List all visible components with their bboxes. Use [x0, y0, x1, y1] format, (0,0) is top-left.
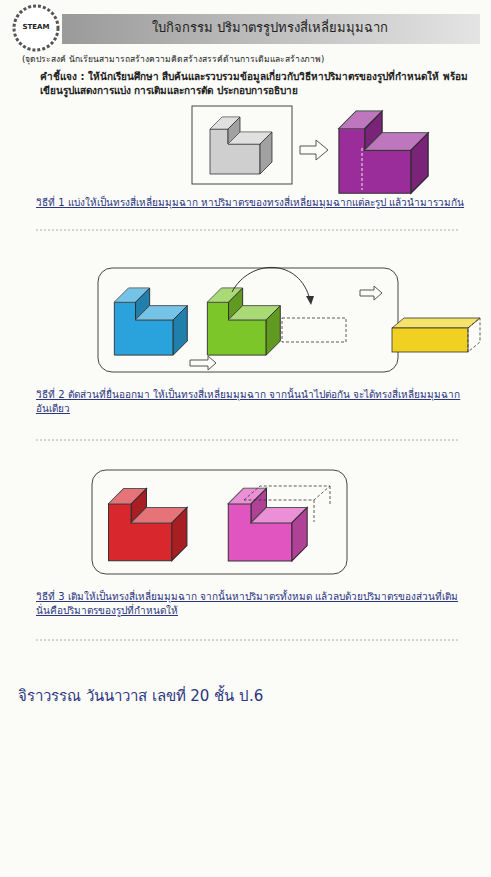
writing-line — [36, 640, 460, 641]
logo — [14, 6, 58, 50]
frame — [92, 470, 347, 574]
fill-box — [330, 486, 331, 505]
fill-box — [244, 486, 330, 500]
instructions: คำชี้แจง : ให้นักเรียนศึกษา สืบค้นและรวบ… — [40, 70, 470, 97]
arrow — [360, 286, 382, 300]
dashed-box — [282, 318, 346, 342]
l-prism — [339, 111, 428, 193]
writing-line — [36, 440, 460, 441]
frame — [192, 106, 292, 184]
arrow — [190, 356, 216, 370]
answer-text: วิธีที่ 2 ตัดส่วนที่ยื่นออกมา ให้เป็นทรง… — [36, 388, 466, 415]
fill-box — [314, 500, 315, 522]
move-arrow — [232, 267, 310, 300]
l-prism — [109, 489, 187, 561]
frame — [98, 268, 398, 372]
l-prism — [228, 488, 307, 561]
objective: (จุดประสงค์ นักเรียนสามารถสร้างความคิดสร… — [22, 54, 472, 65]
bar-front — [392, 328, 468, 352]
l-prism — [114, 288, 187, 355]
l-prism — [210, 117, 272, 174]
logo-text: STEAM — [16, 23, 56, 32]
answer-text: วิธีที่ 3 เติมให้เป็นทรงสี่เหลี่ยมมุมฉาก… — [36, 590, 466, 617]
sheet-title: ใบกิจกรรม ปริมาตรรูปทรงสี่เหลี่ยมมุมฉาก — [70, 19, 470, 37]
cut-line — [362, 148, 363, 190]
arrow — [300, 140, 328, 160]
answer-text: วิธีที่ 1 แบ่งให้เป็นทรงสี่เหลี่ยมมุมฉาก… — [36, 196, 466, 210]
student-name: จิราวรรณ วันนาวาส เลขที่ 20 ชั้น ป.6 — [18, 686, 418, 706]
bar-end — [468, 318, 480, 352]
writing-line — [36, 230, 460, 231]
bar-top — [392, 318, 480, 328]
header-band — [62, 14, 480, 44]
arrowhead — [306, 296, 314, 305]
l-prism — [207, 288, 280, 355]
